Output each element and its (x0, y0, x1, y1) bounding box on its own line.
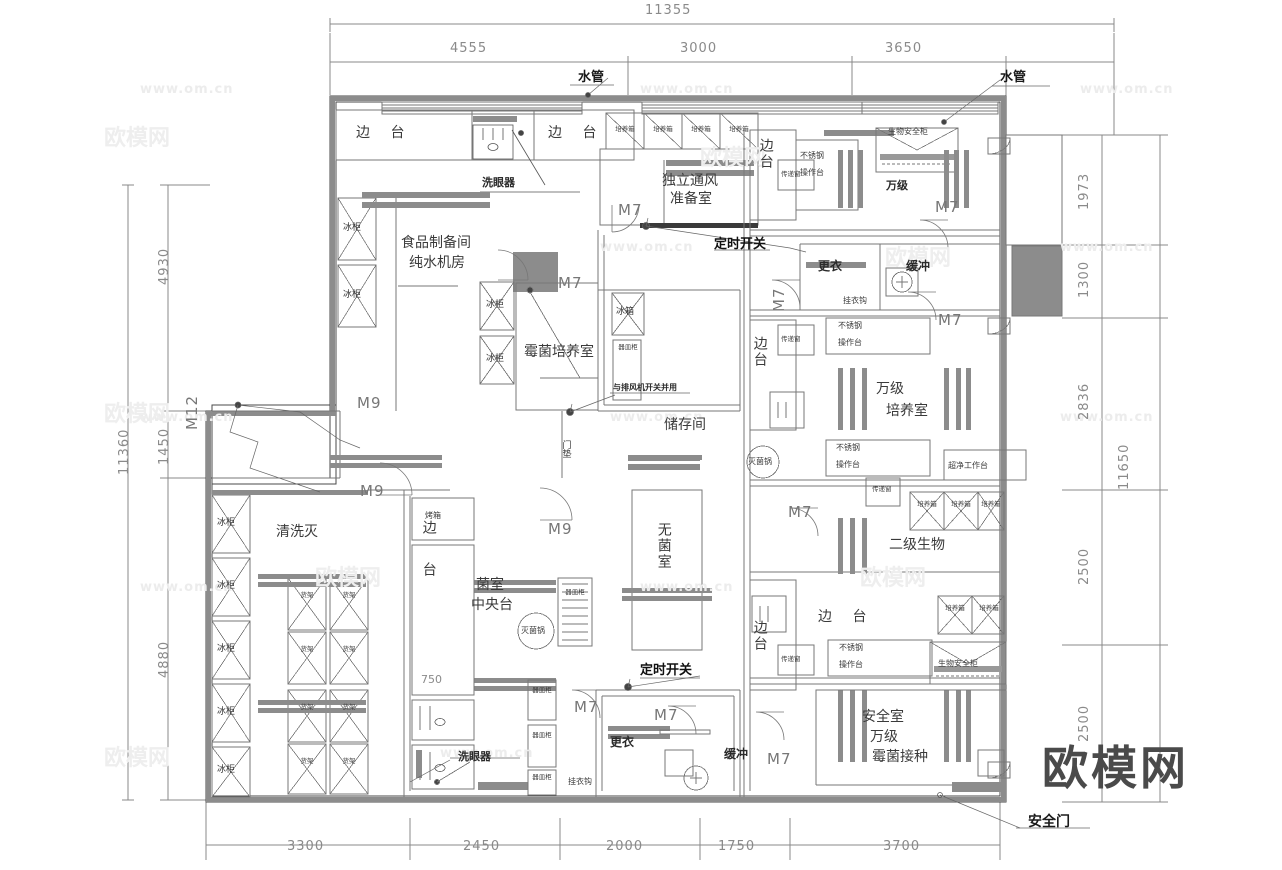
floor-plan-canvas: www.om.cn www.om.cn www.om.cn www.om.cn … (104, 4, 1186, 860)
cad-vector-layer (122, 18, 1168, 860)
